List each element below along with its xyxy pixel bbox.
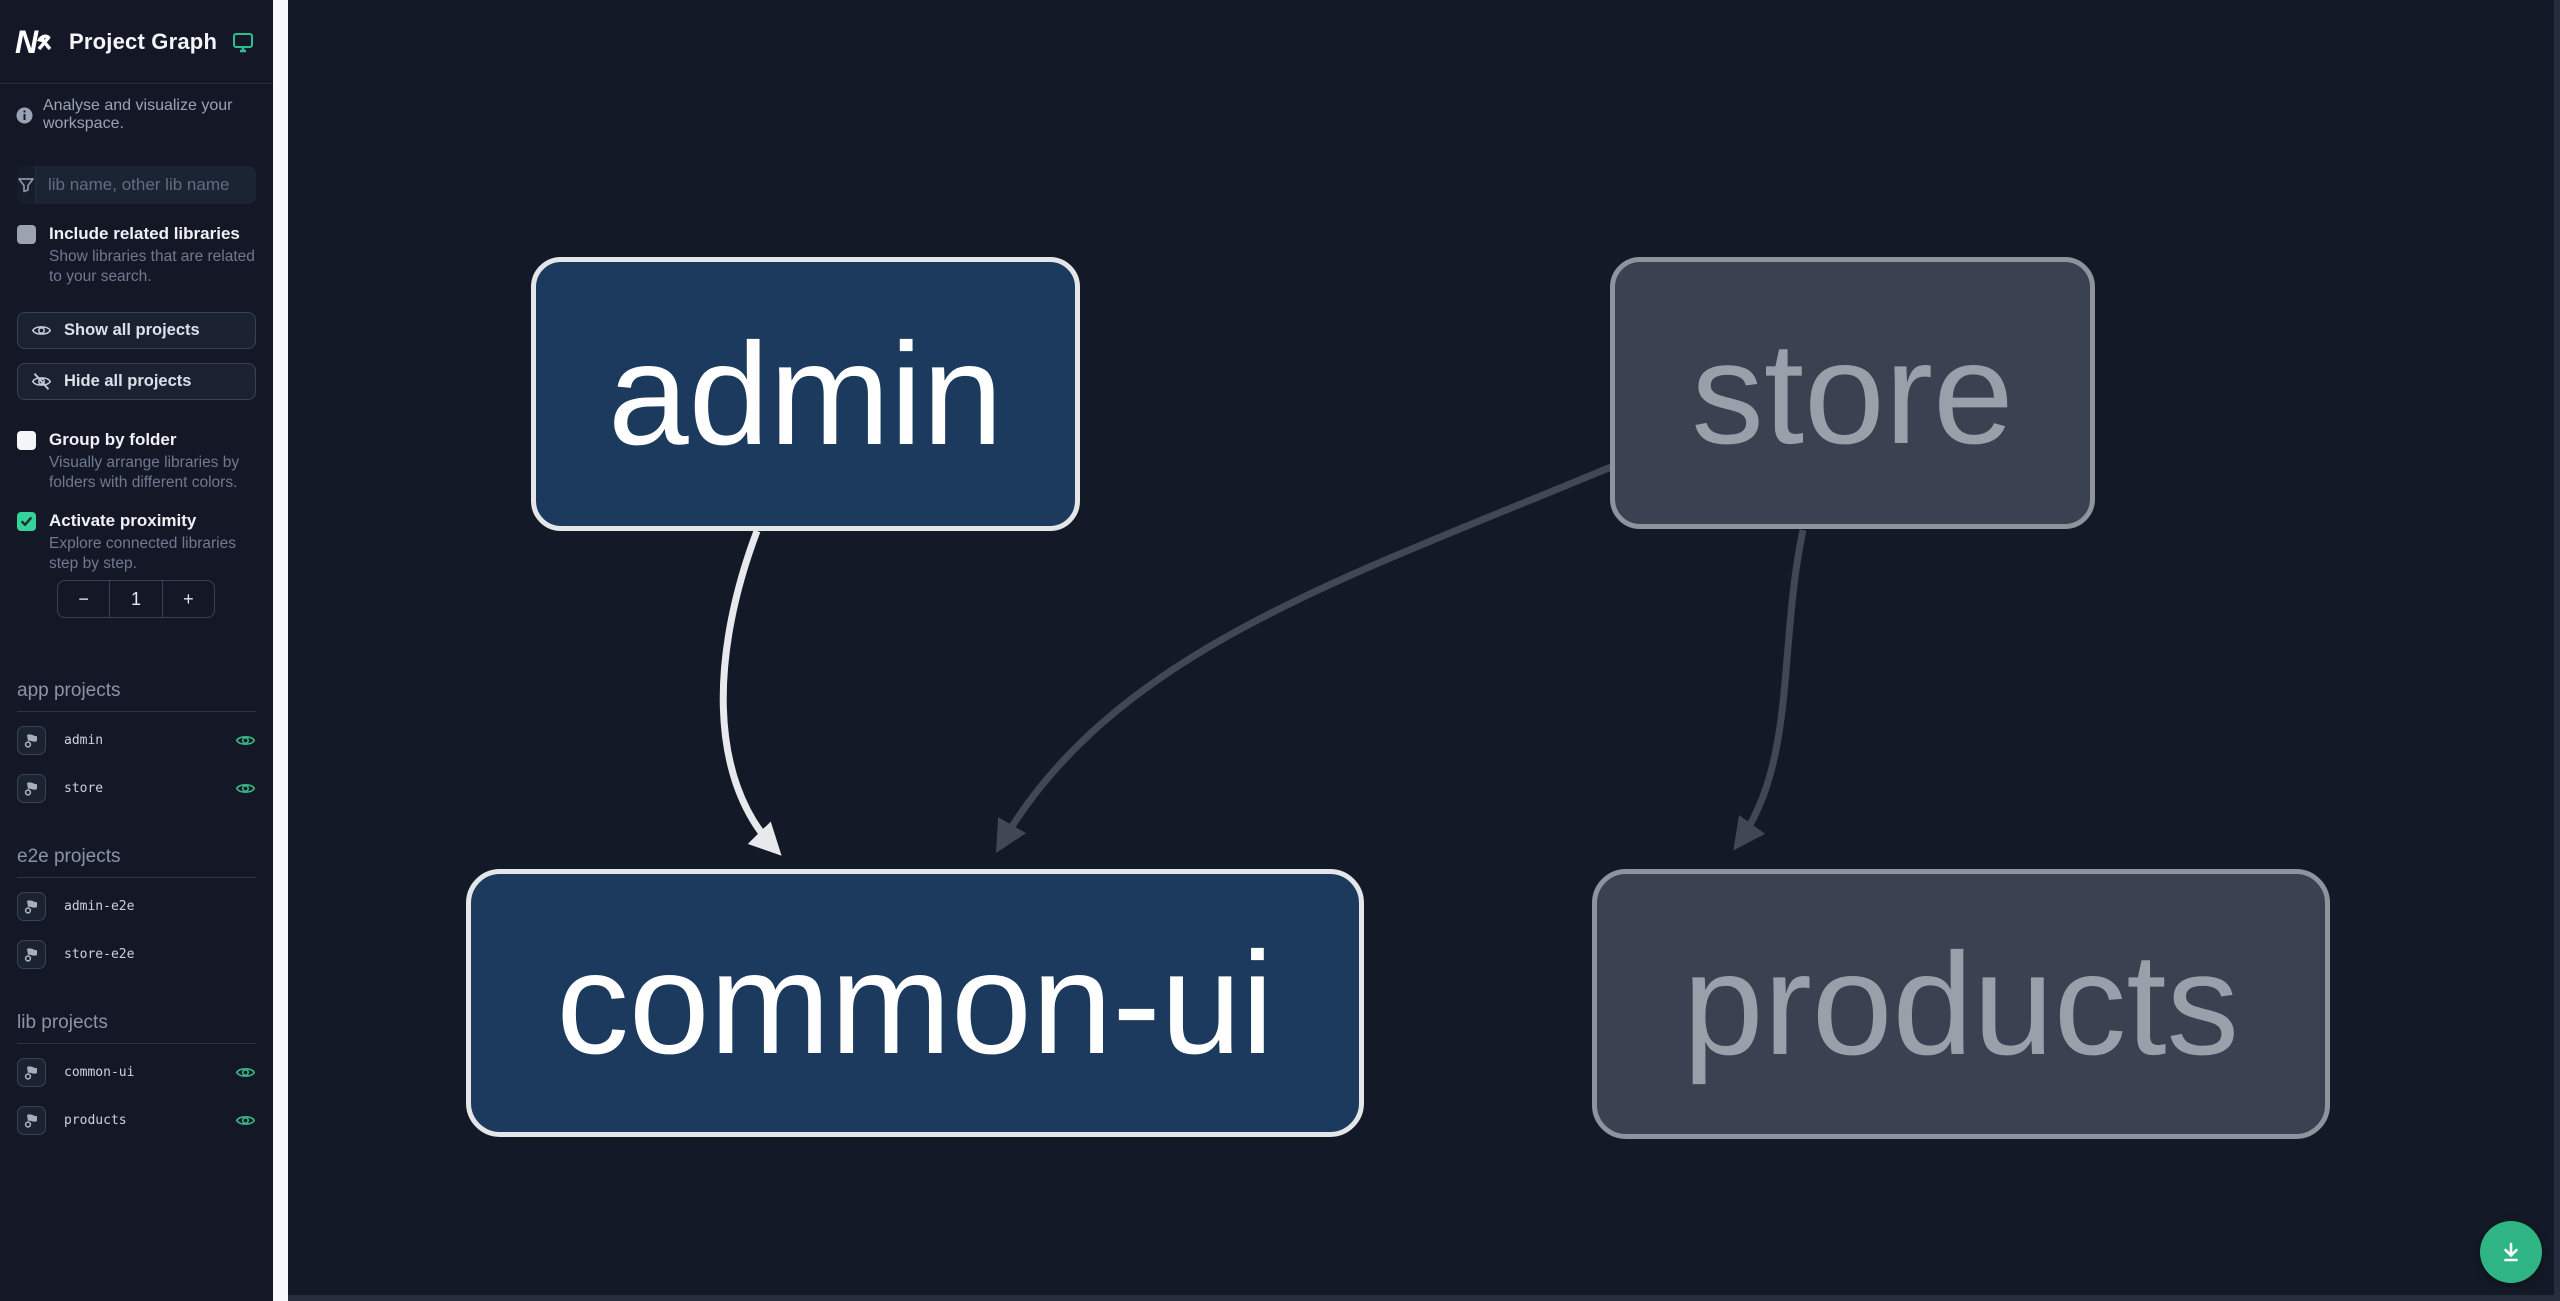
hide-all-projects-button[interactable]: Hide all projects [17,363,256,400]
search-box [17,166,256,204]
edge-store-to-products [1733,529,1807,851]
project-focus-icon [24,947,37,962]
section-lib-projects: lib projects common-ui [0,1012,273,1140]
activate-proximity-checkbox[interactable] [17,512,36,531]
download-icon [2497,1238,2525,1266]
focus-project-button[interactable] [17,1105,46,1135]
project-row-store: store [17,768,256,808]
graph-node-common-ui[interactable]: common-ui [466,869,1364,1137]
project-focus-icon [24,1113,37,1128]
graph-node-products[interactable]: products [1592,869,2330,1139]
nx-logo: N [15,25,55,59]
sidebar-header: N Project Graph [0,0,273,84]
download-graph-button[interactable] [2480,1221,2542,1283]
sidebar-resize-handle[interactable] [273,0,288,1301]
eye-off-icon [31,371,52,392]
focus-project-button[interactable] [17,773,46,803]
show-all-projects-button[interactable]: Show all projects [17,312,256,349]
proximity-decrement-button[interactable]: − [58,581,109,617]
check-icon [21,517,32,526]
activate-proximity-checkbox-block: Activate proximity Explore connected lib… [0,510,273,574]
project-name: products [64,1112,127,1128]
filter-icon [17,166,36,204]
toggle-visibility-eye-icon[interactable] [234,729,256,751]
project-focus-icon [24,781,37,796]
section-app-projects: app projects admin [0,680,273,808]
section-title-lib-projects: lib projects [17,1012,256,1044]
proximity-increment-button[interactable]: + [161,581,214,617]
info-icon [16,107,33,124]
eye-slot-empty [234,943,256,965]
project-row-admin: admin [17,720,256,760]
focus-project-button[interactable] [17,891,46,921]
app-title: Project Graph [69,28,218,54]
project-row-products: products [17,1100,256,1140]
proximity-stepper: − 1 + [57,580,215,618]
graph-node-store[interactable]: store [1610,257,2095,529]
vertical-scrollbar-track[interactable] [2554,0,2560,1301]
toggle-visibility-eye-icon[interactable] [234,1109,256,1131]
monitor-icon [231,30,255,54]
project-name: admin [64,732,104,748]
project-name: store-e2e [64,946,135,962]
project-name: store [64,780,104,796]
activate-proximity-label: Activate proximity [49,511,197,530]
workspace-tagline: Analyse and visualize your workspace. [43,97,233,132]
focus-project-button[interactable] [17,939,46,969]
group-by-folder-description: Visually arrange libraries by folders wi… [49,454,240,491]
eye-icon [31,320,52,341]
section-e2e-projects: e2e projects admin-e2e [0,846,273,974]
project-focus-icon [24,899,37,914]
toggle-visibility-eye-icon[interactable] [234,777,256,799]
edge-store-to-common-ui [995,463,1613,853]
project-row-store-e2e: store-e2e [17,934,256,974]
svg-text:N: N [15,25,39,59]
group-by-folder-checkbox[interactable] [17,431,36,450]
proximity-value: 1 [109,581,161,617]
edge-admin-to-common-ui [719,529,782,856]
workspace-tagline-row: Analyse and visualize your workspace. [0,97,273,133]
hide-all-projects-label: Hide all projects [64,372,192,390]
include-related-checkbox-block: Include related libraries Show libraries… [0,223,273,287]
project-row-admin-e2e: admin-e2e [17,886,256,926]
project-focus-icon [24,1065,37,1080]
show-all-projects-label: Show all projects [64,321,200,339]
include-related-checkbox[interactable] [17,225,36,244]
eye-slot-empty [234,895,256,917]
activate-proximity-description: Explore connected libraries step by step… [49,535,236,572]
group-by-folder-checkbox-block: Group by folder Visually arrange librari… [0,429,273,493]
section-title-app-projects: app projects [17,680,256,712]
focus-project-button[interactable] [17,725,46,755]
toggle-visibility-eye-icon[interactable] [234,1061,256,1083]
sidebar: N Project Graph Anal [0,0,273,1301]
project-row-common-ui: common-ui [17,1052,256,1092]
search-input[interactable] [36,166,256,204]
project-focus-icon [24,733,37,748]
focus-project-button[interactable] [17,1057,46,1087]
project-name: common-ui [64,1064,135,1080]
include-related-label: Include related libraries [49,224,240,243]
project-name: admin-e2e [64,898,135,914]
include-related-description: Show libraries that are related to your … [49,248,255,285]
group-by-folder-label: Group by folder [49,430,177,449]
graph-node-admin[interactable]: admin [531,257,1080,531]
section-title-e2e-projects: e2e projects [17,846,256,878]
horizontal-scrollbar-track[interactable] [0,1295,2560,1301]
